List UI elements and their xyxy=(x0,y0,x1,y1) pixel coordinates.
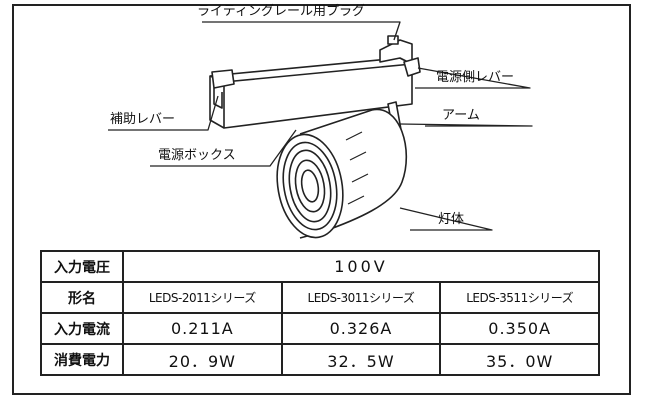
power-lever-label: 電源側レバー xyxy=(436,70,515,85)
aux-lever-label: 補助レバー xyxy=(110,112,176,127)
row-header-model: 形名 xyxy=(40,281,124,314)
lamp-body-drawing xyxy=(276,108,408,239)
table-row: 入力電流 0.211A 0.326A 0.350A xyxy=(40,312,600,345)
input-current-cell: 0.211A xyxy=(122,312,283,345)
spec-table: 入力電圧 100V 形名 LEDS-2011シリーズ LEDS-3011シリーズ… xyxy=(40,250,600,376)
table-row: 形名 LEDS-2011シリーズ LEDS-3011シリーズ LEDS-3511… xyxy=(40,281,600,314)
figure-frame xyxy=(12,4,631,395)
row-header-input-current: 入力電流 xyxy=(40,312,124,345)
power-box-label: 電源ボックス xyxy=(158,148,236,163)
model-cell: LEDS-3511シリーズ xyxy=(439,281,600,314)
model-cell: LEDS-3011シリーズ xyxy=(280,281,442,314)
input-current-cell: 0.350A xyxy=(439,312,600,345)
table-row: 入力電圧 100V xyxy=(40,250,600,283)
row-header-input-voltage: 入力電圧 xyxy=(40,250,124,283)
power-lever-drawing xyxy=(403,57,421,77)
power-consumption-cell: 32．5W xyxy=(280,343,442,376)
model-cell: LEDS-2011シリーズ xyxy=(122,281,283,314)
luminaire-illustration xyxy=(108,21,533,239)
lamp-body-label: 灯体 xyxy=(438,212,465,227)
plug-label: ライティングレール用プラグ xyxy=(197,4,365,19)
row-header-power-consumption: 消費電力 xyxy=(40,343,124,376)
power-consumption-cell: 35．0W xyxy=(439,343,600,376)
aux-lever-drawing xyxy=(211,69,235,89)
arm-label: アーム xyxy=(442,108,480,123)
power-consumption-cell: 20．9W xyxy=(122,343,283,376)
input-voltage-value: 100V xyxy=(122,250,600,283)
input-current-cell: 0.326A xyxy=(280,312,442,345)
table-row: 消費電力 20．9W 32．5W 35．0W xyxy=(40,343,600,376)
